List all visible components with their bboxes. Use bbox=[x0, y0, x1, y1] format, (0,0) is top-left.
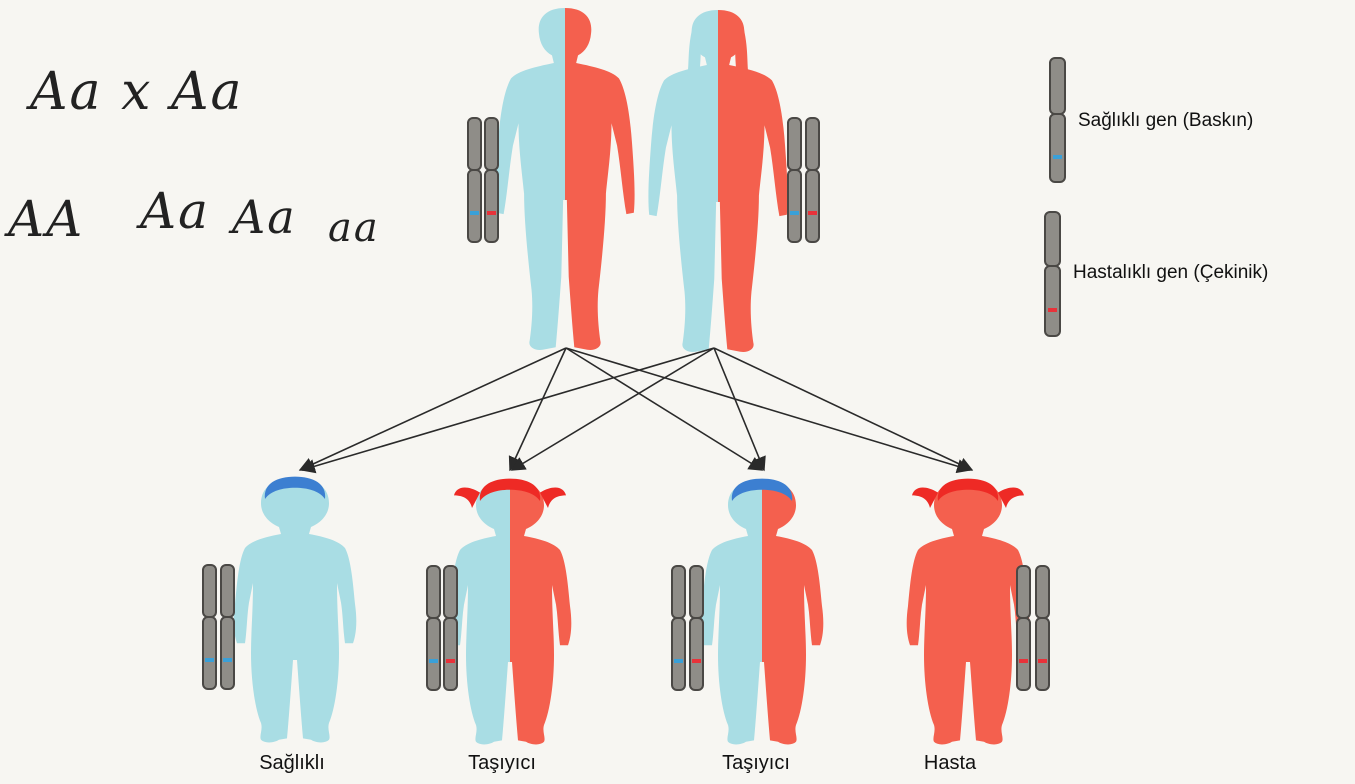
child-carrier-boy-chromosome-pair bbox=[672, 566, 703, 690]
chromosome-icon bbox=[1017, 566, 1030, 690]
inheritance-arrow bbox=[714, 348, 764, 470]
chromosome-icon bbox=[485, 118, 498, 242]
child-healthy-figure bbox=[234, 477, 357, 743]
inheritance-arrow bbox=[512, 348, 714, 470]
chromosome-icon bbox=[203, 565, 216, 689]
legend-healthy-chromosome-icon bbox=[1050, 58, 1065, 182]
mother-figure bbox=[648, 10, 787, 352]
child-label-healthy: Sağlıklı bbox=[222, 752, 362, 775]
chromosome-icon bbox=[690, 566, 703, 690]
child-affected-figure bbox=[907, 479, 1030, 745]
inheritance-arrow bbox=[566, 348, 762, 470]
legend-diseased-gene-label: Hastalıklı gen (Çekinik) bbox=[1073, 262, 1268, 284]
chromosome-icon bbox=[1036, 566, 1049, 690]
child-healthy-chromosome-pair bbox=[203, 565, 234, 689]
mother-chromosome-pair bbox=[788, 118, 819, 242]
inheritance-arrow bbox=[566, 348, 970, 470]
inheritance-arrow bbox=[302, 348, 714, 470]
inheritance-arrow bbox=[300, 348, 566, 470]
chromosome-icon bbox=[672, 566, 685, 690]
chromosome-icon bbox=[788, 118, 801, 242]
legend-healthy-gene-label: Sağlıklı gen (Baskın) bbox=[1078, 110, 1253, 132]
chromosome-icon bbox=[468, 118, 481, 242]
child-label-carrier-2: Taşıyıcı bbox=[686, 752, 826, 775]
father-chromosome-pair bbox=[468, 118, 498, 242]
child-label-affected: Hasta bbox=[880, 752, 1020, 775]
inheritance-arrow bbox=[714, 348, 972, 470]
chromosome-icon bbox=[221, 565, 234, 689]
chromosome-icon bbox=[444, 566, 457, 690]
father-figure bbox=[495, 8, 634, 350]
child-carrier-girl-chromosome-pair bbox=[427, 566, 457, 690]
child-affected-chromosome-pair bbox=[1017, 566, 1049, 690]
chromosome-icon bbox=[806, 118, 819, 242]
child-label-carrier-1: Taşıyıcı bbox=[432, 752, 572, 775]
legend-diseased-chromosome-icon bbox=[1045, 212, 1060, 336]
child-carrier-girl-figure bbox=[449, 479, 572, 745]
chromosome-icon bbox=[427, 566, 440, 690]
child-carrier-boy-figure bbox=[701, 479, 824, 745]
inheritance-arrow bbox=[510, 348, 566, 470]
inheritance-arrows bbox=[300, 348, 972, 470]
